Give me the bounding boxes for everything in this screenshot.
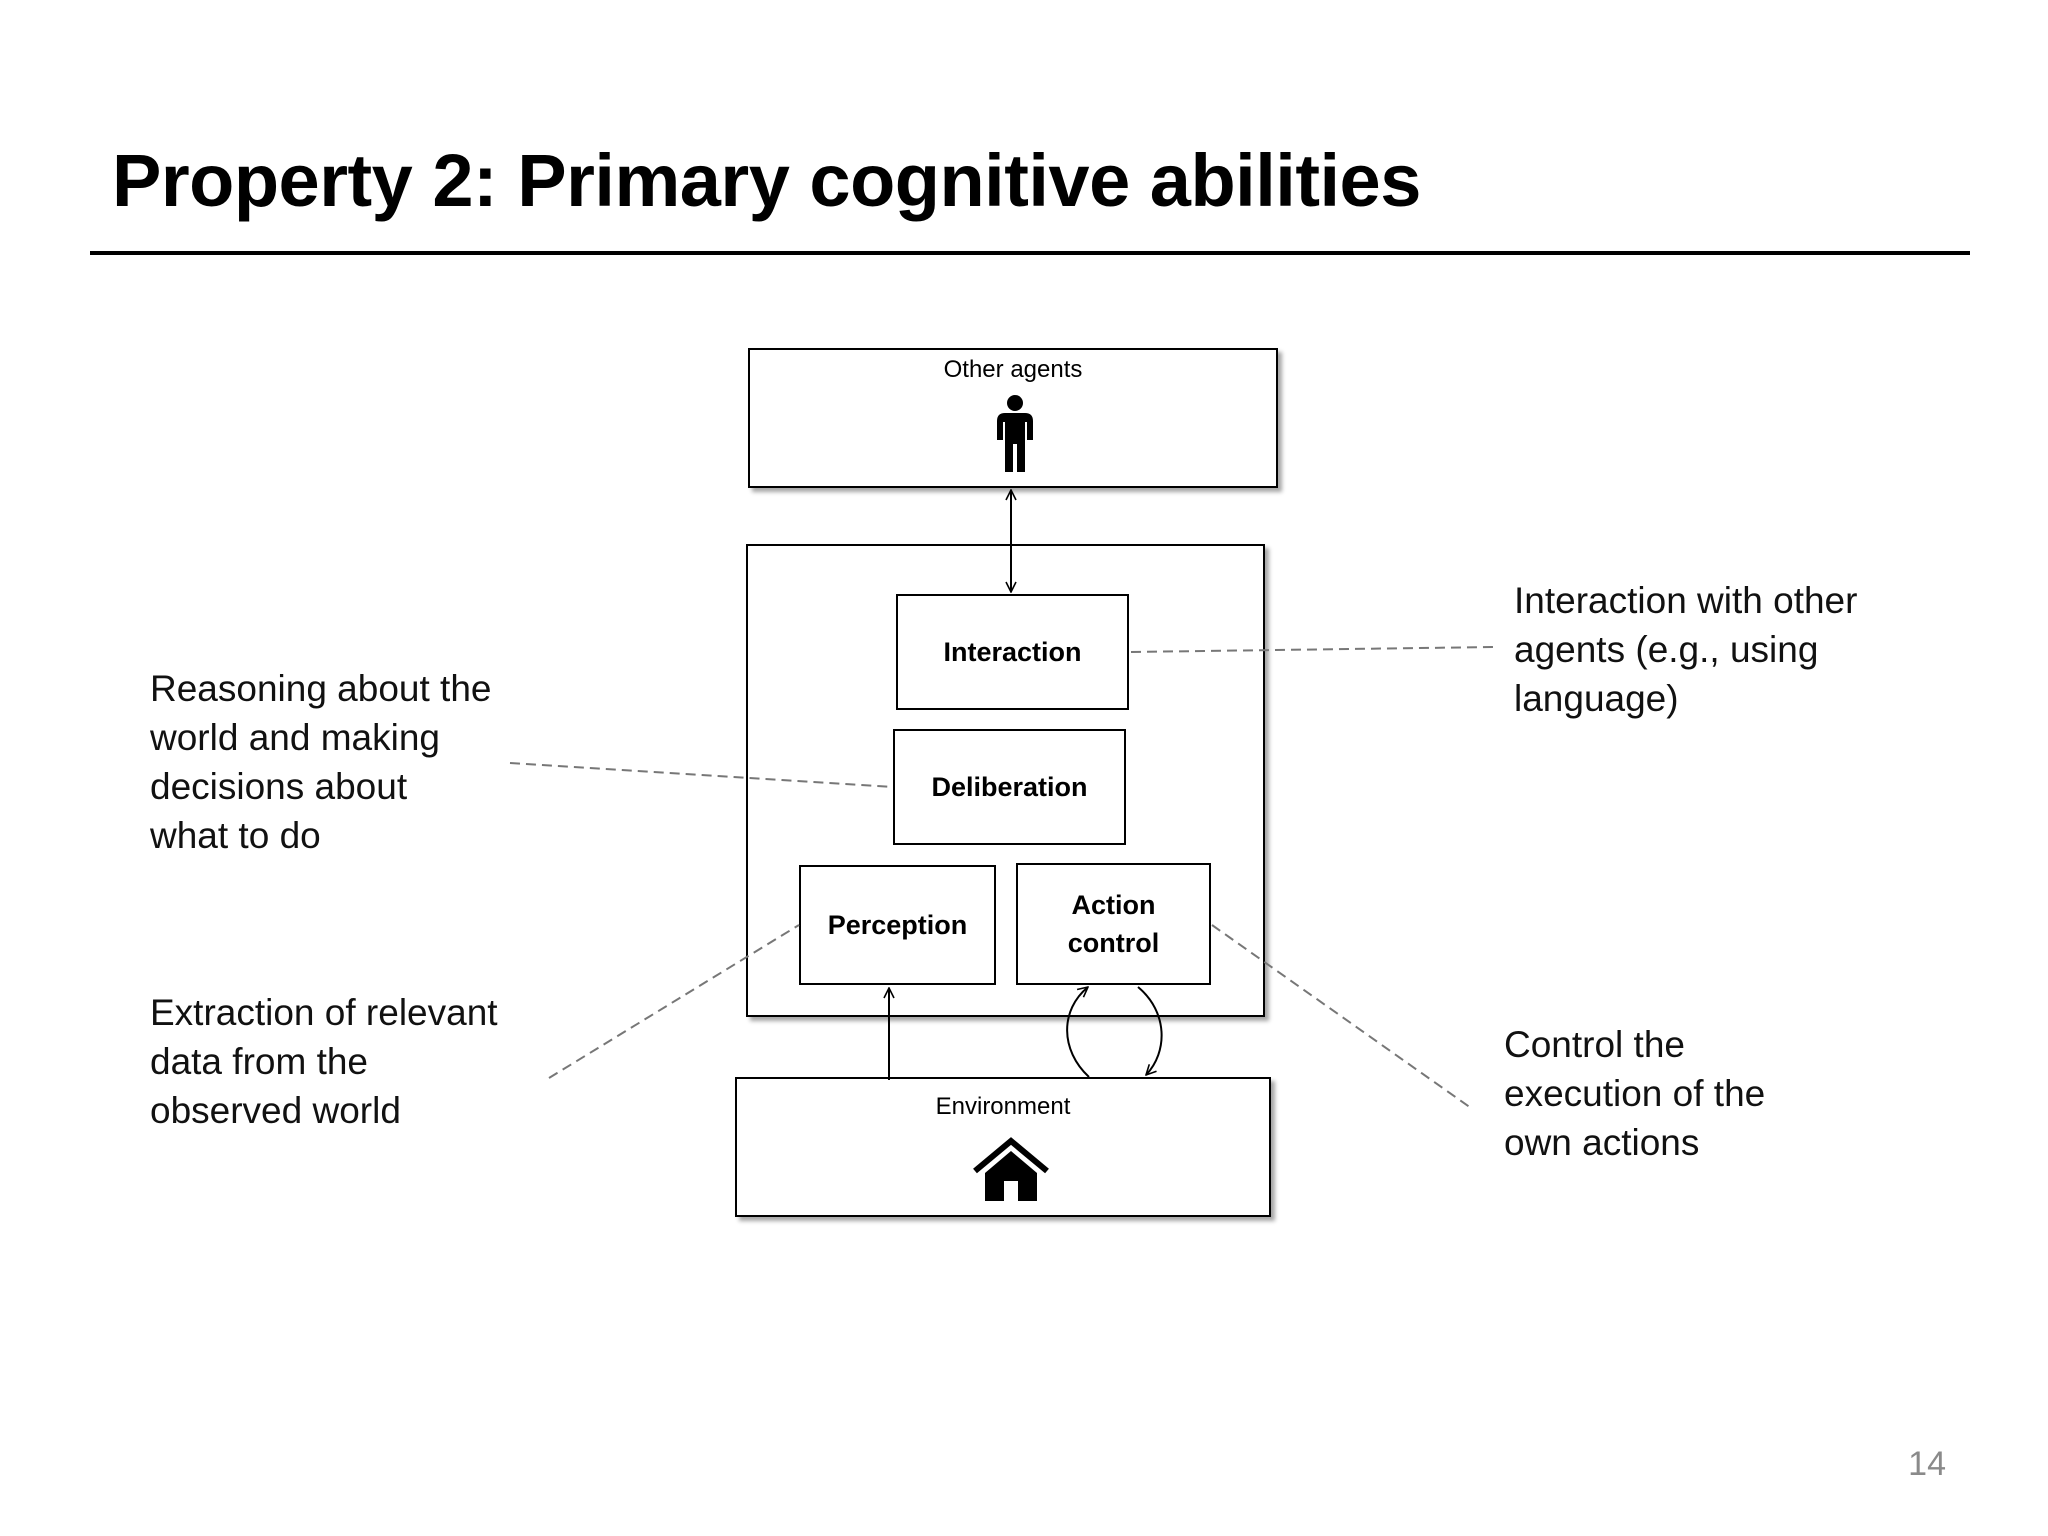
environment-label: Environment <box>935 1093 1071 1120</box>
slide-title: Property 2: Primary cognitive abilities <box>112 139 1421 222</box>
action-control-box: Action control <box>1016 863 1211 985</box>
other-agents-label: Other agents <box>943 356 1083 383</box>
note-control-line: Control the <box>1504 1024 1685 1065</box>
deliberation-box: Deliberation <box>893 729 1126 845</box>
interaction-box: Interaction <box>896 594 1129 710</box>
note-reasoning-line: world and making <box>150 717 440 758</box>
other-agents-box: Other agents <box>748 348 1278 488</box>
note-interaction-line: agents (e.g., using <box>1514 629 1819 670</box>
perception-box: Perception <box>799 865 996 985</box>
note-control-line: execution of the <box>1504 1073 1766 1114</box>
interaction-label: Interaction <box>943 637 1082 667</box>
title-divider <box>90 251 1970 255</box>
note-action-control: Control the execution of the own actions <box>1504 1020 1765 1167</box>
note-interaction: Interaction with other agents (e.g., usi… <box>1514 576 1857 723</box>
note-interaction-line: Interaction with other <box>1514 580 1858 621</box>
note-extraction: Extraction of relevant data from the obs… <box>150 988 498 1135</box>
house-icon <box>973 1137 1049 1201</box>
perception-label: Perception <box>827 910 968 940</box>
note-extraction-line: Extraction of relevant <box>150 992 498 1033</box>
note-extraction-line: data from the <box>150 1041 369 1082</box>
environment-box: Environment <box>735 1077 1271 1217</box>
note-reasoning-line: decisions about <box>150 766 408 807</box>
note-reasoning: Reasoning about the world and making dec… <box>150 664 492 860</box>
note-reasoning-line: Reasoning about the <box>150 668 492 709</box>
note-reasoning-line: what to do <box>150 815 321 856</box>
note-extraction-line: observed world <box>150 1090 401 1131</box>
deliberation-label: Deliberation <box>931 772 1088 802</box>
person-icon <box>997 395 1033 472</box>
page-number: 14 <box>1908 1445 1946 1483</box>
action-control-line: control <box>1067 928 1160 958</box>
action-control-label: Action control <box>1068 886 1160 962</box>
action-control-line: Action <box>1071 890 1156 920</box>
note-interaction-line: language) <box>1514 678 1679 719</box>
note-control-line: own actions <box>1504 1122 1700 1163</box>
